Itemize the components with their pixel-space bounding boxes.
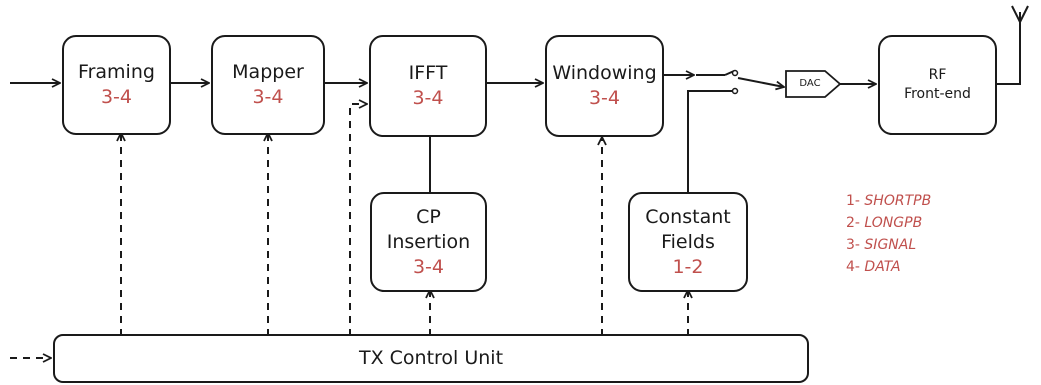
rf-to-antenna-wire xyxy=(997,12,1021,85)
constant-title-line2: Fields xyxy=(661,230,715,253)
ifft-block: IFFT 3-4 xyxy=(369,35,487,137)
constant-to-switch-wire xyxy=(687,90,732,192)
legend-num: 3- xyxy=(846,237,860,253)
legend-num: 1- xyxy=(846,193,860,209)
antenna-icon-right xyxy=(1019,5,1029,23)
legend-item: 4- DATA xyxy=(846,256,931,278)
dac-shape xyxy=(785,70,842,98)
rf-title: RF xyxy=(928,67,947,83)
cp-subset: 3-4 xyxy=(412,255,445,278)
switch-to-dac-arrow xyxy=(737,77,784,87)
subset-legend: 1- SHORTPB 2- LONGPB 3- SIGNAL 4- DATA xyxy=(846,190,931,278)
ifft-title: IFFT xyxy=(408,62,448,84)
legend-num: 4- xyxy=(846,259,860,275)
legend-name: SIGNAL xyxy=(864,237,917,253)
framing-title: Framing xyxy=(78,61,155,83)
dac-label: DAC xyxy=(799,78,821,89)
rf-front-end-block: RF Front-end xyxy=(878,35,997,135)
legend-name: DATA xyxy=(864,259,901,275)
mapper-subset: 3-4 xyxy=(252,86,284,108)
windowing-title: Windowing xyxy=(552,62,657,84)
constant-fields-block: Constant Fields 1-2 xyxy=(628,192,748,292)
tx-control-unit-block: TX Control Unit xyxy=(53,334,809,383)
framing-subset: 3-4 xyxy=(100,86,133,108)
constant-subset: 1-2 xyxy=(672,255,704,278)
windowing-subset: 3-4 xyxy=(588,87,621,109)
tx-control-unit-title: TX Control Unit xyxy=(358,347,504,369)
windowing-block: Windowing 3-4 xyxy=(545,35,664,137)
cp-title-line1: CP xyxy=(416,205,441,228)
cp-insertion-block: CP Insertion 3-4 xyxy=(370,192,487,292)
legend-item: 2- LONGPB xyxy=(846,212,931,234)
mapper-title: Mapper xyxy=(232,61,304,83)
legend-num: 2- xyxy=(846,215,860,231)
legend-name: LONGPB xyxy=(864,215,923,231)
ifft-subset: 3-4 xyxy=(412,87,444,109)
antenna-icon-left xyxy=(1011,5,1021,23)
legend-name: SHORTPB xyxy=(864,193,932,209)
mapper-block: Mapper 3-4 xyxy=(211,35,325,135)
rf-subtitle: Front-end xyxy=(904,86,971,102)
constant-title-line1: Constant xyxy=(645,205,731,228)
legend-item: 1- SHORTPB xyxy=(846,190,931,212)
switch-contact-top xyxy=(731,69,739,77)
switch-contact-bottom xyxy=(731,87,739,95)
legend-item: 3- SIGNAL xyxy=(846,234,931,256)
cp-title-line2: Insertion xyxy=(386,230,471,253)
control-to-ifft-arrow xyxy=(349,104,367,336)
framing-block: Framing 3-4 xyxy=(62,35,171,135)
